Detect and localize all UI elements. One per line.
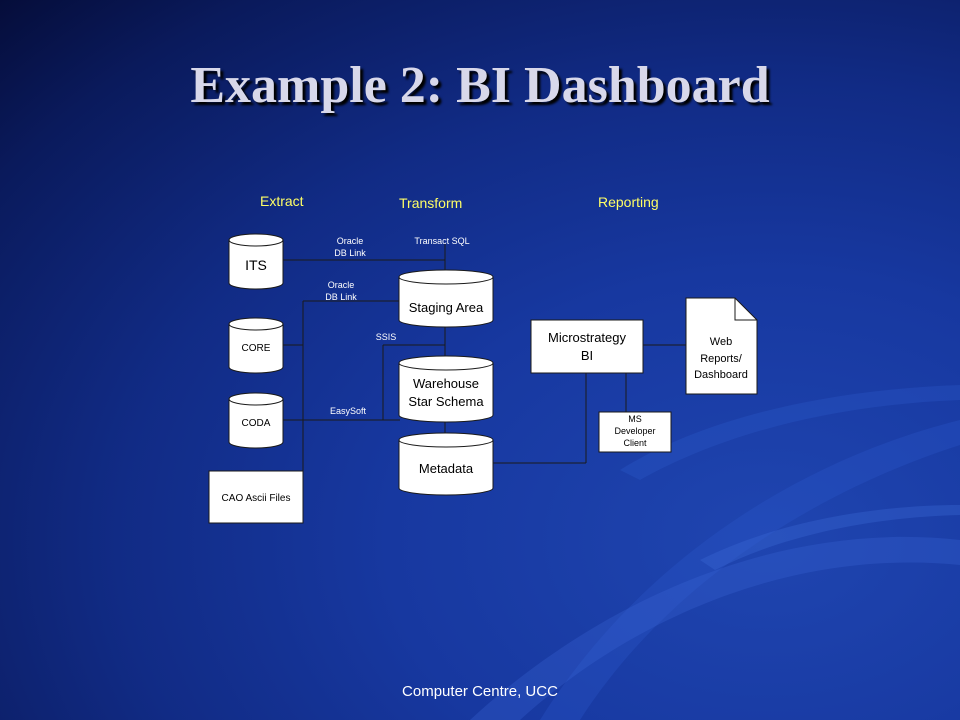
ms-label-line2: Developer [614, 426, 655, 436]
oracle-dblink-1-label-line1: Oracle [337, 236, 364, 246]
cao-ascii-files-box: CAO Ascii Files [208, 470, 304, 524]
its-label: ITS [245, 257, 267, 273]
web-label-line3: Dashboard [694, 369, 748, 381]
oracle-dblink-2-label-line1: Oracle [328, 280, 355, 290]
core-database: CORE [228, 317, 284, 374]
transact-sql-label: Transact SQL [414, 236, 469, 246]
stage-transform-label: Transform [399, 195, 462, 211]
metadata-label: Metadata [419, 461, 474, 476]
warehouse-label-line1: Warehouse [413, 376, 479, 391]
its-database: ITS [228, 233, 284, 290]
stage-reporting-label: Reporting [598, 194, 659, 210]
web-label-line1: Web [710, 336, 732, 348]
web-label-line2: Reports/ [700, 353, 743, 365]
web-reports-document: Web Reports/ Dashboard [685, 297, 758, 395]
coda-database: CODA [228, 392, 284, 449]
staging-area-label: Staging Area [409, 300, 484, 315]
warehouse-label-line2: Star Schema [408, 394, 484, 409]
slide-footer: Computer Centre, UCC [402, 683, 558, 700]
slide-title: Example 2: BI Dashboard [190, 57, 770, 114]
oracle-dblink-2-label-line2: DB Link [325, 292, 357, 302]
oracle-dblink-1-label-line2: DB Link [334, 248, 366, 258]
ms-label-line1: MS [628, 414, 642, 424]
staging-area-database: Staging Area [398, 269, 494, 328]
ssis-label: SSIS [376, 332, 397, 342]
ms-label-line3: Client [623, 438, 647, 448]
metadata-database: Metadata [398, 432, 494, 496]
connector-lines [283, 244, 686, 491]
bi-label-line1: Microstrategy [548, 330, 627, 345]
stage-extract-label: Extract [260, 193, 304, 209]
coda-label: CODA [242, 418, 271, 429]
bi-label-line2: BI [581, 348, 593, 363]
cao-label: CAO Ascii Files [222, 493, 291, 504]
microstrategy-bi-box: Microstrategy BI [530, 319, 644, 374]
ms-developer-client-box: MS Developer Client [598, 411, 672, 453]
easysoft-label: EasySoft [330, 406, 367, 416]
warehouse-star-schema-database: Warehouse Star Schema [398, 355, 494, 423]
core-label: CORE [242, 343, 271, 354]
